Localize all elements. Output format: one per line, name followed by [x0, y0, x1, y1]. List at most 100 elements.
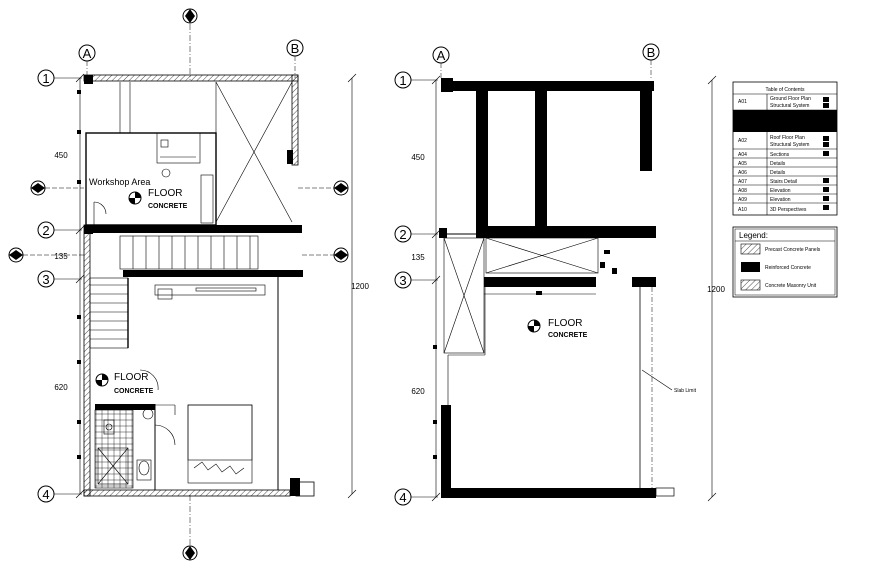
toc-row: A02 Roof Floor Plan Structural System [738, 135, 829, 148]
floor-level-marker: FLOOR CONCRETE [128, 188, 188, 210]
stairs [89, 235, 259, 349]
axis-label: 3 [399, 273, 406, 288]
axis-label: 1 [42, 71, 49, 86]
bedroom [142, 277, 279, 490]
grid-axis-a: A [432, 46, 450, 80]
toc-text: Roof Floor Plan [770, 135, 805, 141]
legend-item-label: Precast Concrete Panels [765, 247, 821, 253]
grid-row-2: 2 [37, 221, 82, 239]
grid-row-4: 4 [394, 488, 438, 506]
toc-row: A09 Elevation [738, 196, 829, 203]
desk [154, 284, 266, 300]
toc-code: A02 [738, 138, 747, 144]
toc-row: A07 Stairs Detail [738, 178, 829, 185]
toc-text: Ground Floor Plan [770, 96, 811, 102]
floor-material-label: CONCRETE [148, 203, 188, 210]
section-marker-icon [182, 545, 198, 561]
room-label-workshop: Workshop Area [89, 177, 150, 187]
legend-item: Reinforced Concrete [741, 262, 811, 272]
roof-floor-plan: A B 1 2 3 4 [394, 43, 725, 506]
section-marker-icon [302, 247, 349, 263]
structural-frame [439, 78, 675, 498]
toc-code: A04 [738, 152, 747, 158]
legend-item: Concrete Masonry Unit [740, 279, 817, 291]
floor-level-marker: FLOOR CONCRETE [527, 318, 588, 339]
floor-label: FLOOR [548, 318, 582, 329]
toc-code: A05 [738, 161, 747, 167]
toc-code: A01 [738, 99, 747, 105]
legend-item-label: Concrete Masonry Unit [765, 283, 817, 289]
toc-row: A10 3D Perspectives [738, 205, 829, 213]
axis-label: A [83, 46, 92, 61]
dimension-chain-left: 450 135 620 [411, 75, 441, 502]
floor-label: FLOOR [114, 372, 148, 383]
toc-text: Sections [770, 152, 790, 158]
toc-row: A01 Ground Floor Plan Structural System [738, 96, 829, 109]
axis-label: A [437, 48, 446, 63]
slab-limit-label: Slab Limit [674, 388, 697, 394]
grid-row-1: 1 [37, 69, 82, 87]
floor-material-label: CONCRETE [114, 388, 154, 395]
toc-text: Elevation [770, 197, 791, 203]
axis-label: 4 [399, 490, 406, 505]
toc-text: Details [770, 170, 786, 176]
toc-code: A08 [738, 188, 747, 194]
grid-row-2: 2 [394, 225, 438, 243]
legend: Legend: Precast Concrete Panels Reinforc… [732, 226, 838, 298]
dimension-overall: 1200 [347, 73, 369, 499]
workshop-room: Workshop Area [85, 81, 293, 226]
grid-row-3: 3 [37, 270, 82, 288]
toc-code: A10 [738, 207, 747, 213]
toc-text: Structural System [770, 142, 809, 148]
legend-item: Precast Concrete Panels [740, 243, 821, 255]
legend-title: Legend: [739, 231, 768, 240]
axis-label: 3 [42, 272, 49, 287]
axis-label: B [647, 45, 656, 60]
toc-row: A04 Sections [738, 151, 829, 158]
dimension-135: 135 [411, 253, 425, 262]
ground-floor-plan: A B 1 2 3 4 [8, 8, 369, 561]
grid-axis-a: A [78, 44, 96, 80]
stair-void [443, 237, 599, 354]
toc-text: Stairs Detail [770, 179, 797, 185]
toc-row: A05 Details [738, 161, 786, 167]
dimension-450: 450 [54, 151, 68, 160]
toc-text: Elevation [770, 188, 791, 194]
walls [83, 74, 315, 497]
axis-label: 2 [399, 227, 406, 242]
toc-row: A08 Elevation [738, 187, 829, 194]
axis-label: 4 [42, 487, 49, 502]
grid-row-4: 4 [37, 485, 82, 503]
dimension-1200: 1200 [351, 282, 369, 291]
axis-label: B [291, 41, 300, 56]
toc-text: 3D Perspectives [770, 207, 807, 213]
section-marker-icon [182, 8, 198, 24]
toc-text: Structural System [770, 103, 809, 109]
floor-material-label: CONCRETE [548, 332, 588, 339]
toc-code: A07 [738, 179, 747, 185]
dimension-overall: 1200 [707, 75, 725, 502]
slab-outline: Slab Limit [447, 250, 697, 488]
dimension-135: 135 [54, 252, 68, 261]
grid-row-3: 3 [394, 271, 438, 289]
dimension-chain-left: 450 135 620 [54, 73, 85, 499]
toc-title: Table of Contents [766, 87, 805, 93]
floor-label: FLOOR [148, 188, 182, 199]
axis-label: 1 [399, 73, 406, 88]
dimension-1200: 1200 [707, 285, 725, 294]
dimension-620: 620 [411, 387, 425, 396]
toc-code: A09 [738, 197, 747, 203]
toc-row: A06 Details [738, 170, 786, 176]
dimension-450: 450 [411, 153, 425, 162]
dimension-620: 620 [54, 383, 68, 392]
section-marker-icon [8, 247, 84, 263]
table-of-contents: Table of Contents A01 Ground Floor Plan … [732, 81, 838, 216]
axis-label: 2 [42, 223, 49, 238]
toc-row-filled [733, 110, 837, 132]
bathroom [94, 404, 176, 490]
section-marker-icon [298, 180, 349, 196]
legend-item-label: Reinforced Concrete [765, 265, 811, 271]
toc-text: Details [770, 161, 786, 167]
toc-code: A06 [738, 170, 747, 176]
